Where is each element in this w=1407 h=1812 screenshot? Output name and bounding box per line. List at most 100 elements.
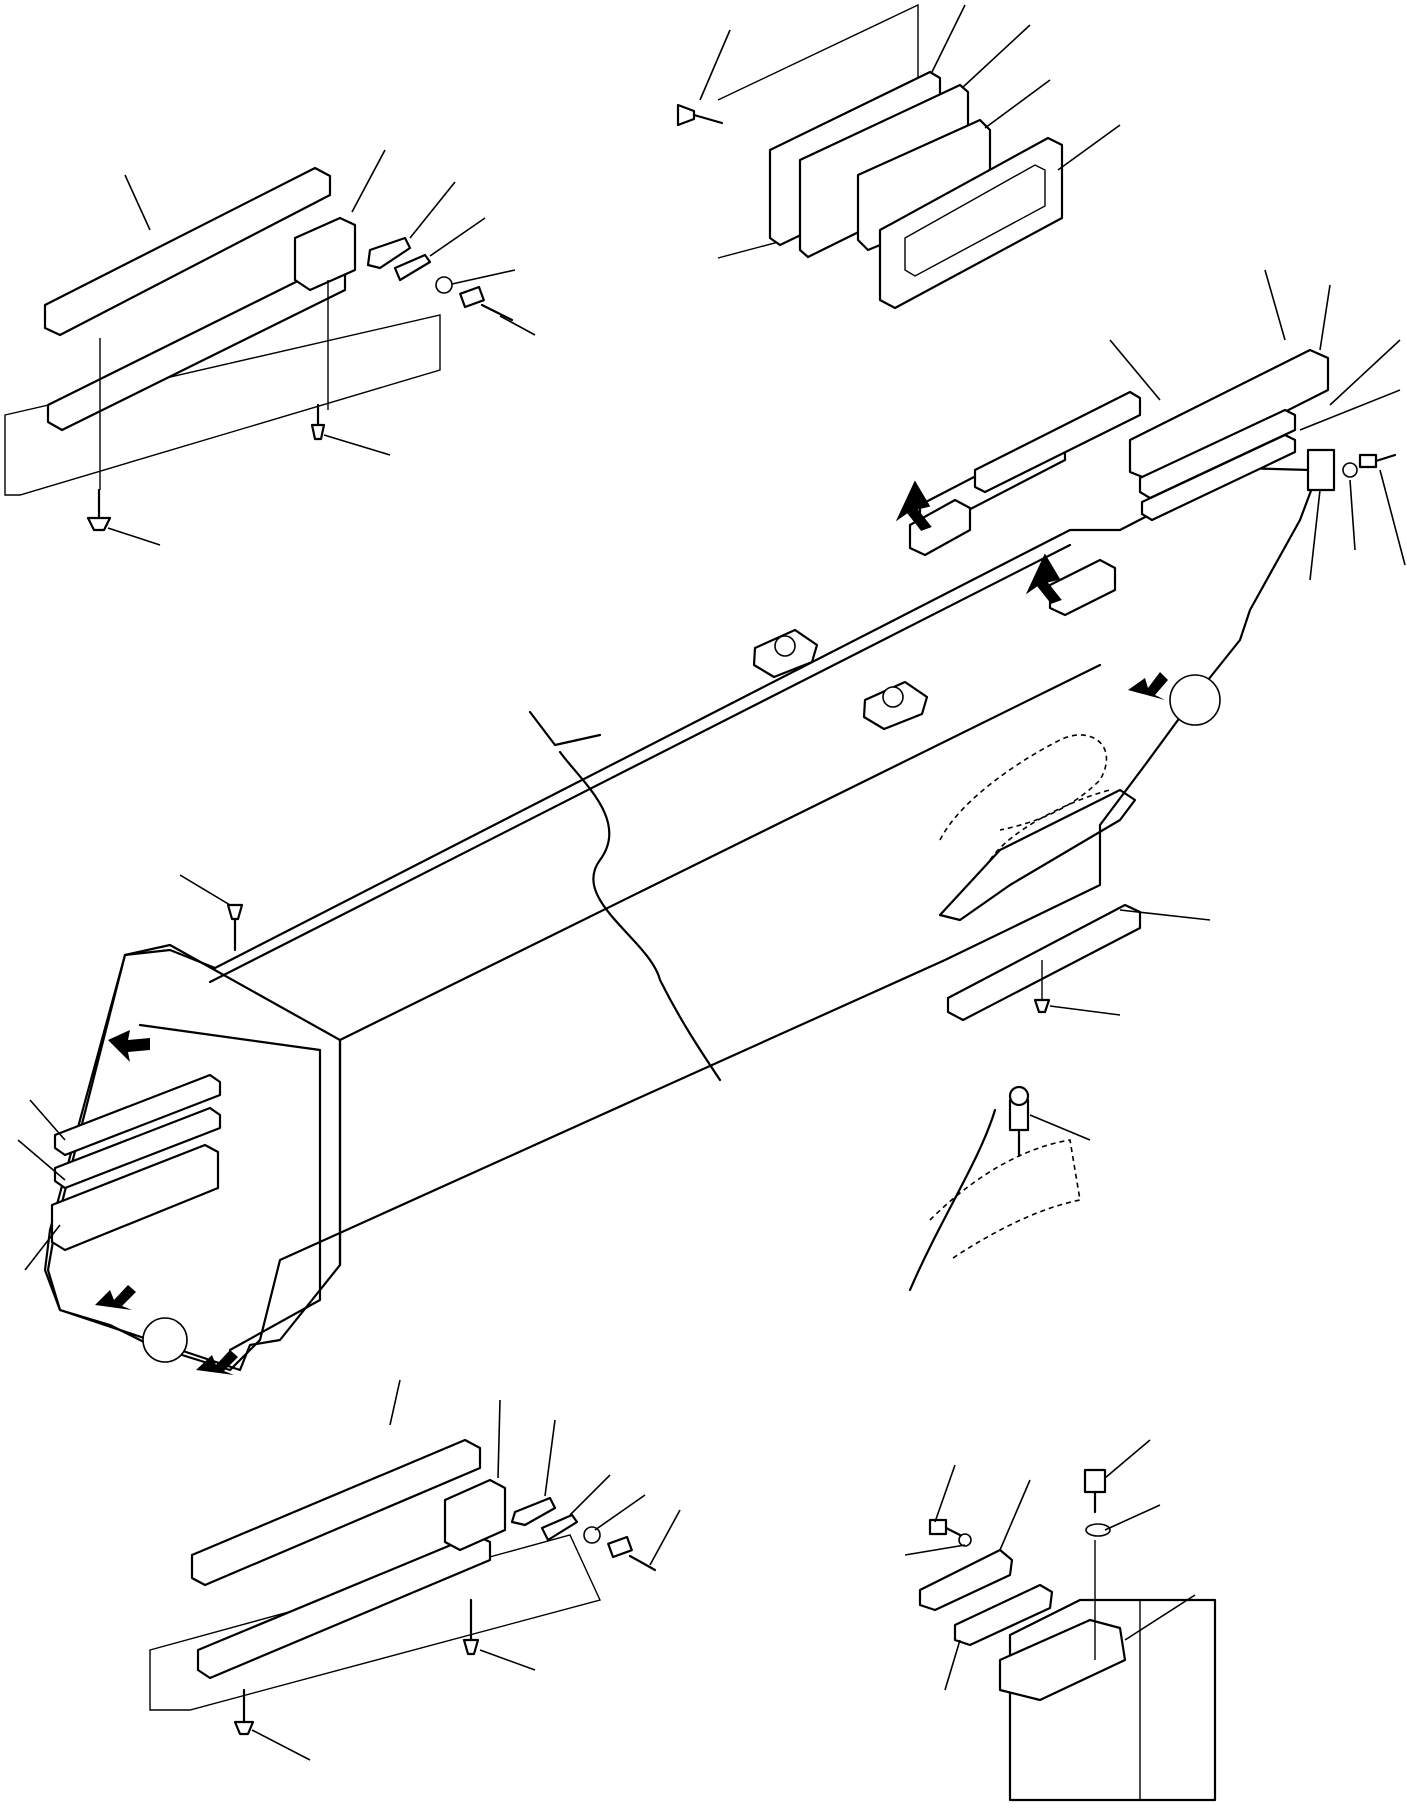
leader-line [934,1464,956,1523]
leader-line [1057,124,1121,171]
black-pointer-arrow [1128,672,1168,700]
black-pointer-arrow [95,1285,136,1310]
leader-line [699,29,731,101]
leader-line [251,1729,311,1761]
leader-line [499,315,536,336]
black-pointer-arrow [196,1350,238,1375]
leader-line [24,1224,61,1271]
leader-line [451,269,516,285]
break-line-cap [528,710,602,747]
bottom-right-bracket-group [904,1439,1217,1802]
head-shim-plate [53,1106,222,1190]
lower-slide-pad [946,903,1142,1022]
boom-head-inner-edge [138,1023,322,1352]
leader-line [429,217,486,257]
leader-line [999,1479,1031,1551]
slide-pad-mount-surface [4,314,441,496]
boom-main-body [43,269,1406,1372]
leader-line [409,181,456,239]
leader-line [944,1639,961,1691]
break-line [558,750,722,1082]
hex-bolt-right [1358,453,1397,469]
top-pad-hole [774,635,796,657]
leader-line [984,79,1051,129]
washer-vertical [1085,1523,1111,1537]
black-pointer-arrow [1025,553,1062,604]
slide-pad-upper [43,166,332,337]
wear-strip-long [973,390,1142,494]
leader-line [1329,339,1401,406]
leader-line [1124,1594,1196,1641]
washer [583,1526,601,1544]
small-washer [958,1533,972,1547]
leader-line [931,4,966,73]
stop-plate [1306,448,1336,492]
countersunk-screw-bottom-upper [462,1598,480,1656]
pad-bracket [293,216,357,292]
leader-line [17,1139,66,1181]
leader-line [1299,389,1401,431]
hidden-cylinder-outline [939,734,1108,841]
leader-line [594,1494,646,1531]
countersunk-screw-lower [86,488,112,532]
leader-line [1109,339,1161,401]
leader-line [1104,1504,1161,1531]
leader-line [1319,284,1331,351]
lower-pad-group [946,903,1211,1022]
leader-line [569,1474,611,1516]
countersunk-screw-lower-pad [1033,960,1051,1014]
boom-side-edge [338,663,1102,1042]
arrow-markers [95,480,1168,1375]
grease-nipple-detail-group [908,1085,1091,1292]
bottom-pad-bracket [443,1478,507,1552]
bottom-retainer-clip [510,1496,557,1527]
boom-top-edge [208,543,1072,984]
top-plate-stack-group [676,3,1121,310]
leader-line [323,434,391,456]
leader-line [107,527,161,546]
countersunk-screw-upper [310,403,326,441]
countersunk-screw-bottom-lower [233,1688,255,1736]
bottom-slide-pad-group [149,1379,681,1761]
leader-line [1349,479,1356,551]
hex-bolt-top-left [459,285,514,322]
frame-plate [878,136,1064,310]
top-pad-hole [882,686,904,708]
bottom-retainer-plate [540,1513,579,1542]
boom-head-group [17,874,342,1372]
small-hex-bolt [928,1518,962,1537]
leader-line [1104,1439,1151,1479]
wear-block-upper [1128,348,1330,482]
pin-boss-hole [1169,674,1221,726]
top-left-slide-pad-group [4,149,536,546]
leader-line [29,1099,66,1141]
pad-stop-block [908,498,972,557]
bracket-clip-upper [918,1548,1014,1612]
countersunk-screw-head [226,903,244,952]
bottom-pad-mount-surface [149,1534,601,1711]
bracket-slot [938,788,1137,922]
leader-line [904,1544,966,1556]
leader-line [497,1399,501,1479]
head-wear-block [50,1143,220,1252]
leader-line [1379,469,1406,566]
head-slide-plate [53,1073,222,1157]
retainer-clip [366,236,412,270]
mounting-bracket [998,1618,1127,1702]
black-pointer-arrow [895,480,932,531]
leader-line [1049,1005,1121,1016]
hex-bolt-vertical [1083,1468,1107,1514]
bracket-clip-lower [953,1583,1054,1647]
hidden-cylinder-outline [989,789,1111,861]
leader-line [1309,489,1321,581]
shim-strip [1140,433,1297,522]
leader-line [649,1509,681,1566]
retainer-plate [393,253,432,282]
detail-cut-line [908,1108,997,1292]
countersunk-screw-top [676,103,724,127]
boom-head-plate [46,943,342,1372]
pad-stop-block [1048,558,1117,617]
bottom-slide-pad-upper [190,1438,482,1587]
leader-line [179,874,231,906]
